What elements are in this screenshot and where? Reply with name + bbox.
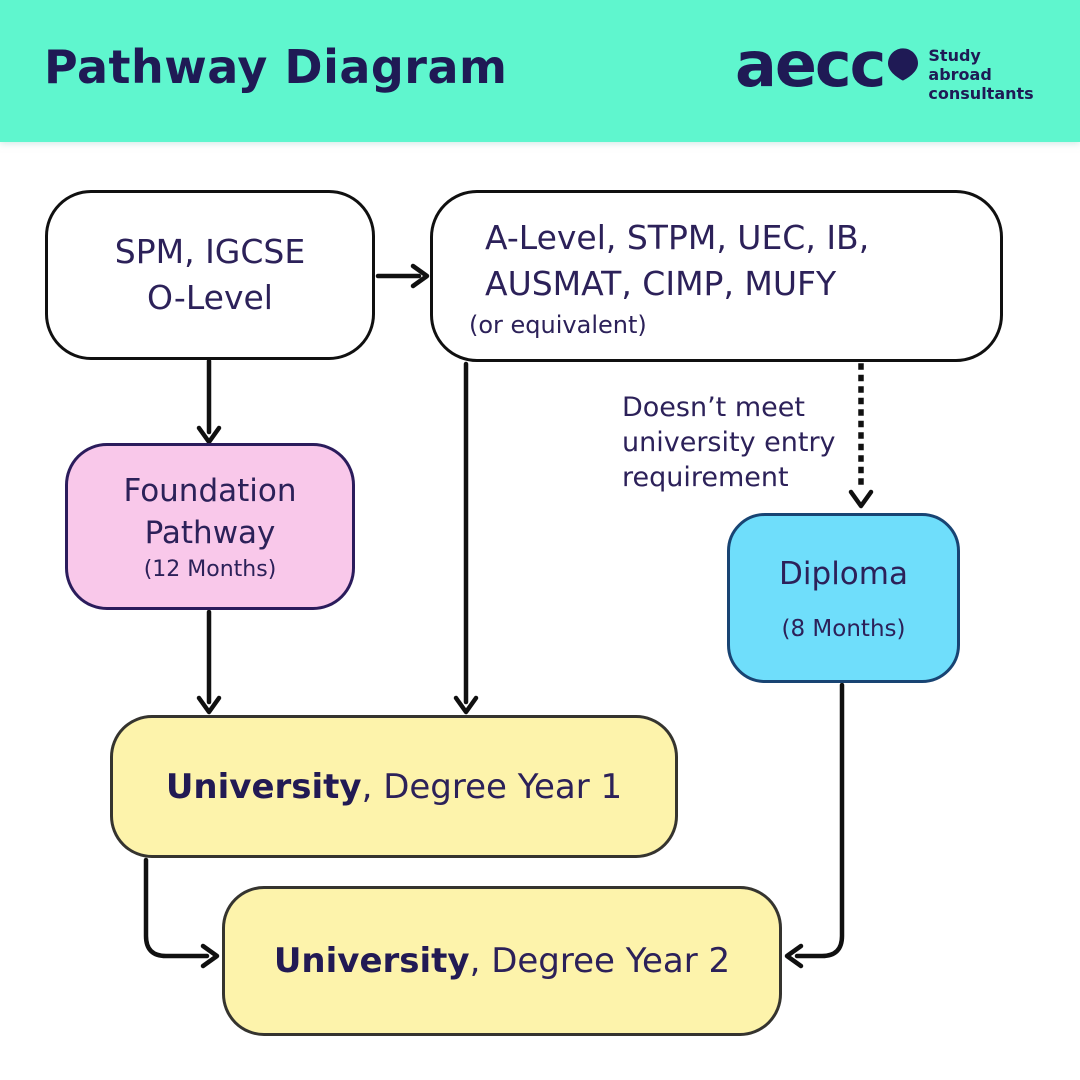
location-pin-icon [888,48,919,85]
node-text: Diploma [779,556,908,593]
node-text-bold: University [273,941,470,981]
tagline-line: consultants [928,84,1034,104]
node-note: (or equivalent) [469,310,647,339]
node-text-rest: , Degree Year 2 [469,941,731,981]
annotation-line: requirement [622,462,789,494]
node-foundation-pathway: Foundation Pathway (12 Months) [65,443,355,610]
arrow-foundation-to-year1 [196,609,222,715]
page-title: Pathway Diagram [44,40,508,94]
tagline-line: abroad [928,65,992,85]
node-text: Pathway [144,515,276,551]
node-university-degree-year1: University, Degree Year 1 [110,715,678,858]
node-text: University, Degree Year 2 [274,941,730,981]
annotation-line: Doesn’t meet [622,392,805,423]
node-text: SPM, IGCSE [114,232,306,272]
node-text: University, Degree Year 1 [166,767,622,807]
node-diploma: Diploma (8 Months) [727,513,960,683]
arrow-spm-to-alevel [375,263,430,289]
node-university-degree-year2: University, Degree Year 2 [222,886,782,1036]
arrow-alevel-to-year1 [453,361,479,715]
node-text-rest: , Degree Year 1 [361,766,623,807]
node-spm-igcse-olevel: SPM, IGCSE O-Level [45,190,375,360]
logo-tagline: Study abroad consultants [928,46,1033,104]
annotation-line: university entry [622,427,836,459]
node-text: AUSMAT, CIMP, MUFY [485,264,837,303]
node-text-bold: University [165,766,362,807]
tagline-line: Study [928,46,981,65]
aecc-logo: aecc Study abroad consultants [735,34,1034,104]
arrow-spm-to-foundation [196,358,222,445]
node-alevel-stpm-uec: A-Level, STPM, UEC, IB, AUSMAT, CIMP, MU… [430,190,1003,362]
node-text: A-Level, STPM, UEC, IB, [485,218,870,258]
node-text: Foundation [123,473,297,510]
node-note: (8 Months) [781,615,906,642]
node-note: (12 Months) [143,556,277,582]
arrow-diploma-to-year2 [784,682,845,969]
doesnt-meet-requirement-label: Doesn’t meet university entry requiremen… [622,390,836,495]
header-banner: Pathway Diagram aecc Study abroad consul… [0,0,1080,142]
arrow-year1-to-year2 [143,857,220,969]
logo-brand-text: aecc [735,28,886,101]
arrow-alevel-to-diploma-dotted [848,363,874,509]
node-text: O-Level [147,278,273,317]
